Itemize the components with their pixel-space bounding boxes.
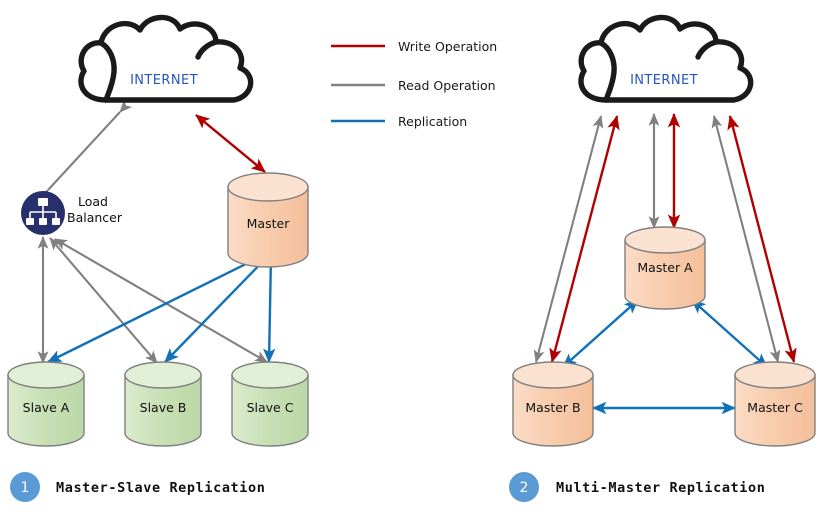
slave-c-cylinder-body: [231, 374, 309, 447]
badge-1-number: 1: [21, 480, 30, 496]
badge-2-circle: [509, 472, 539, 502]
edge-internet-master-write: [195, 114, 266, 173]
node-load-balancer[interactable]: Load Balancer: [21, 191, 123, 235]
node-slave-c[interactable]: Slave C: [231, 361, 309, 447]
multi-master-diagram: INTERNET Master A Master B Master C 2 Mu…: [509, 17, 816, 502]
master-c-label: Master C: [747, 400, 803, 415]
legend-read-label: Read Operation: [398, 78, 496, 93]
load-balancer-icon: [26, 198, 60, 225]
master-cylinder-top: [227, 172, 309, 202]
master-a-cylinder-body: [624, 239, 706, 310]
slave-a-cylinder-top: [7, 361, 85, 389]
legend-item-read: Read Operation: [331, 78, 496, 93]
badge-2-number: 2: [520, 480, 529, 496]
node-master[interactable]: Master: [227, 172, 309, 268]
caption-left-label: Master-Slave Replication: [56, 480, 265, 496]
master-slave-diagram: INTERNET Load Balancer Master: [7, 17, 309, 502]
slave-a-cylinder-body: [7, 374, 85, 447]
edge-master-b-master-a-replication: [562, 299, 639, 368]
caption-left: 1 Master-Slave Replication: [10, 472, 265, 502]
node-slave-b[interactable]: Slave B: [124, 361, 202, 447]
node-internet-left: INTERNET: [81, 17, 251, 100]
load-balancer-label-line2: Balancer: [67, 210, 123, 225]
master-a-label: Master A: [637, 260, 693, 275]
master-c-cylinder-body: [734, 374, 816, 447]
master-b-cylinder-body: [512, 374, 594, 447]
legend-item-replication: Replication: [331, 114, 467, 129]
slave-c-cylinder-top: [231, 361, 309, 389]
master-label: Master: [247, 216, 291, 231]
node-slave-a[interactable]: Slave A: [7, 361, 85, 447]
node-master-c[interactable]: Master C: [734, 361, 816, 447]
slave-b-cylinder-body: [124, 374, 202, 447]
legend-replication-label: Replication: [398, 114, 467, 129]
internet-label: INTERNET: [130, 73, 198, 88]
legend-write-label: Write Operation: [398, 39, 497, 54]
legend-item-write: Write Operation: [331, 39, 497, 54]
master-b-cylinder-top: [512, 361, 594, 389]
load-balancer-label-line1: Load: [78, 194, 108, 209]
node-master-b[interactable]: Master B: [512, 361, 594, 447]
edge-master-slave-a-replication: [47, 251, 269, 364]
node-internet-right: INTERNET: [581, 17, 751, 100]
master-cylinder-body: [227, 186, 309, 268]
slave-b-label: Slave B: [140, 400, 187, 415]
edge-internet-load-balancer-read: [36, 99, 132, 203]
caption-right-label: Multi-Master Replication: [556, 480, 765, 496]
edge-internet-master-c-write: [727, 115, 797, 363]
edge-master-slave-b-replication: [164, 253, 271, 363]
legend: Write Operation Read Operation Replicati…: [331, 39, 497, 129]
slave-c-label: Slave C: [247, 400, 294, 415]
internet-label: INTERNET: [630, 73, 698, 88]
caption-right: 2 Multi-Master Replication: [509, 472, 765, 502]
master-b-label: Master B: [525, 400, 580, 415]
master-a-cylinder-top: [624, 226, 706, 254]
edge-load-balancer-slave-c-read: [54, 238, 268, 363]
slave-b-cylinder-top: [124, 361, 202, 389]
edge-master-c-master-a-replication: [691, 299, 768, 368]
node-master-a[interactable]: Master A: [624, 226, 706, 310]
master-c-cylinder-top: [734, 361, 816, 389]
slave-a-label: Slave A: [23, 400, 70, 415]
badge-1-circle: [10, 472, 40, 502]
edge-layer-left: [36, 99, 276, 364]
edge-layer-right: [533, 113, 797, 415]
edge-master-slave-c-replication: [263, 254, 276, 363]
